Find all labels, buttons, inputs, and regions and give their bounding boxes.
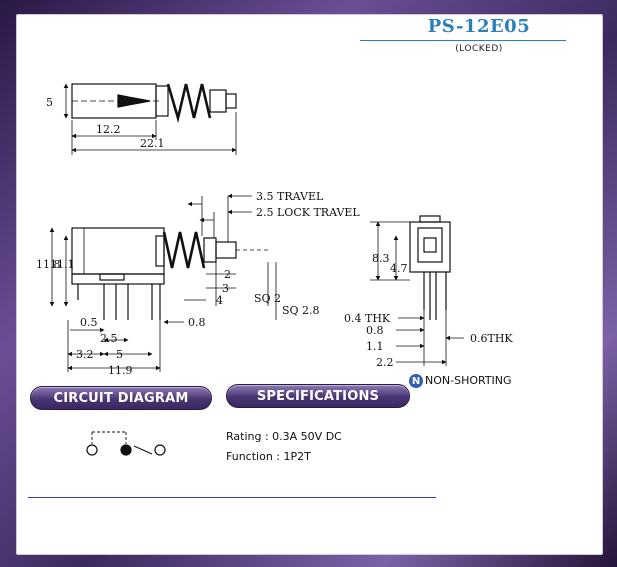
terminal-open-left — [86, 444, 98, 456]
dim-sq-2: SQ 2 — [254, 292, 281, 305]
dim-0-8: 0.8 — [188, 316, 206, 329]
title-underline — [360, 40, 566, 41]
terminal-open-right — [154, 444, 166, 456]
dim-top-5: 5 — [46, 96, 53, 109]
non-shorting-label: NON-SHORTING — [425, 374, 512, 387]
dim-3-2: 3.2 — [76, 348, 94, 361]
dim-0-5: 0.5 — [80, 316, 98, 329]
dim-top-22-1: 22.1 — [140, 137, 165, 150]
dim-2-5: 2.5 — [100, 332, 118, 345]
dim-5: 5 — [116, 348, 123, 361]
bottom-rule — [28, 497, 436, 498]
dim-2: 2 — [224, 268, 231, 281]
arrow-indicator — [117, 94, 151, 108]
terminal-common — [120, 444, 132, 456]
top-spring — [166, 83, 212, 124]
rating-text: Rating : 0.3A 50V DC — [226, 430, 342, 443]
circuit-diagram-label: CIRCUIT DIAGRAM — [30, 386, 212, 410]
dim-11-8: 11.8 — [36, 258, 61, 271]
dim-travel: 3.5 TRAVEL — [256, 190, 324, 203]
locked-subtitle: (LOCKED) — [455, 44, 503, 54]
dim-11-9: 11.9 — [108, 364, 133, 377]
front-body — [71, 227, 165, 275]
dim-4: 4 — [216, 294, 223, 307]
specifications-label: SPECIFICATIONS — [226, 384, 410, 408]
dim-8-3: 8.3 — [372, 252, 390, 265]
front-spring — [162, 231, 206, 269]
dim-2-2: 2.2 — [376, 356, 394, 369]
dim-3: 3 — [222, 282, 229, 295]
n-circle-icon: N — [409, 374, 423, 388]
dim-sq-2-8: SQ 2.8 — [282, 304, 320, 317]
side-body — [409, 221, 451, 273]
dim-top-12-2: 12.2 — [96, 123, 121, 136]
dim-side-0-8: 0.8 — [366, 324, 384, 337]
part-number-title: PS-12E05 — [427, 16, 531, 37]
dim-4-7: 4.7 — [390, 262, 408, 275]
dim-0-6-thk: 0.6THK — [470, 332, 513, 345]
dim-1-1: 1.1 — [366, 340, 384, 353]
dim-lock-travel: 2.5 LOCK TRAVEL — [256, 206, 360, 219]
dim-11-1: 11.1 — [50, 258, 75, 271]
function-text: Function : 1P2T — [226, 450, 311, 463]
dim-0-4-thk: 0.4 THK — [344, 312, 391, 325]
